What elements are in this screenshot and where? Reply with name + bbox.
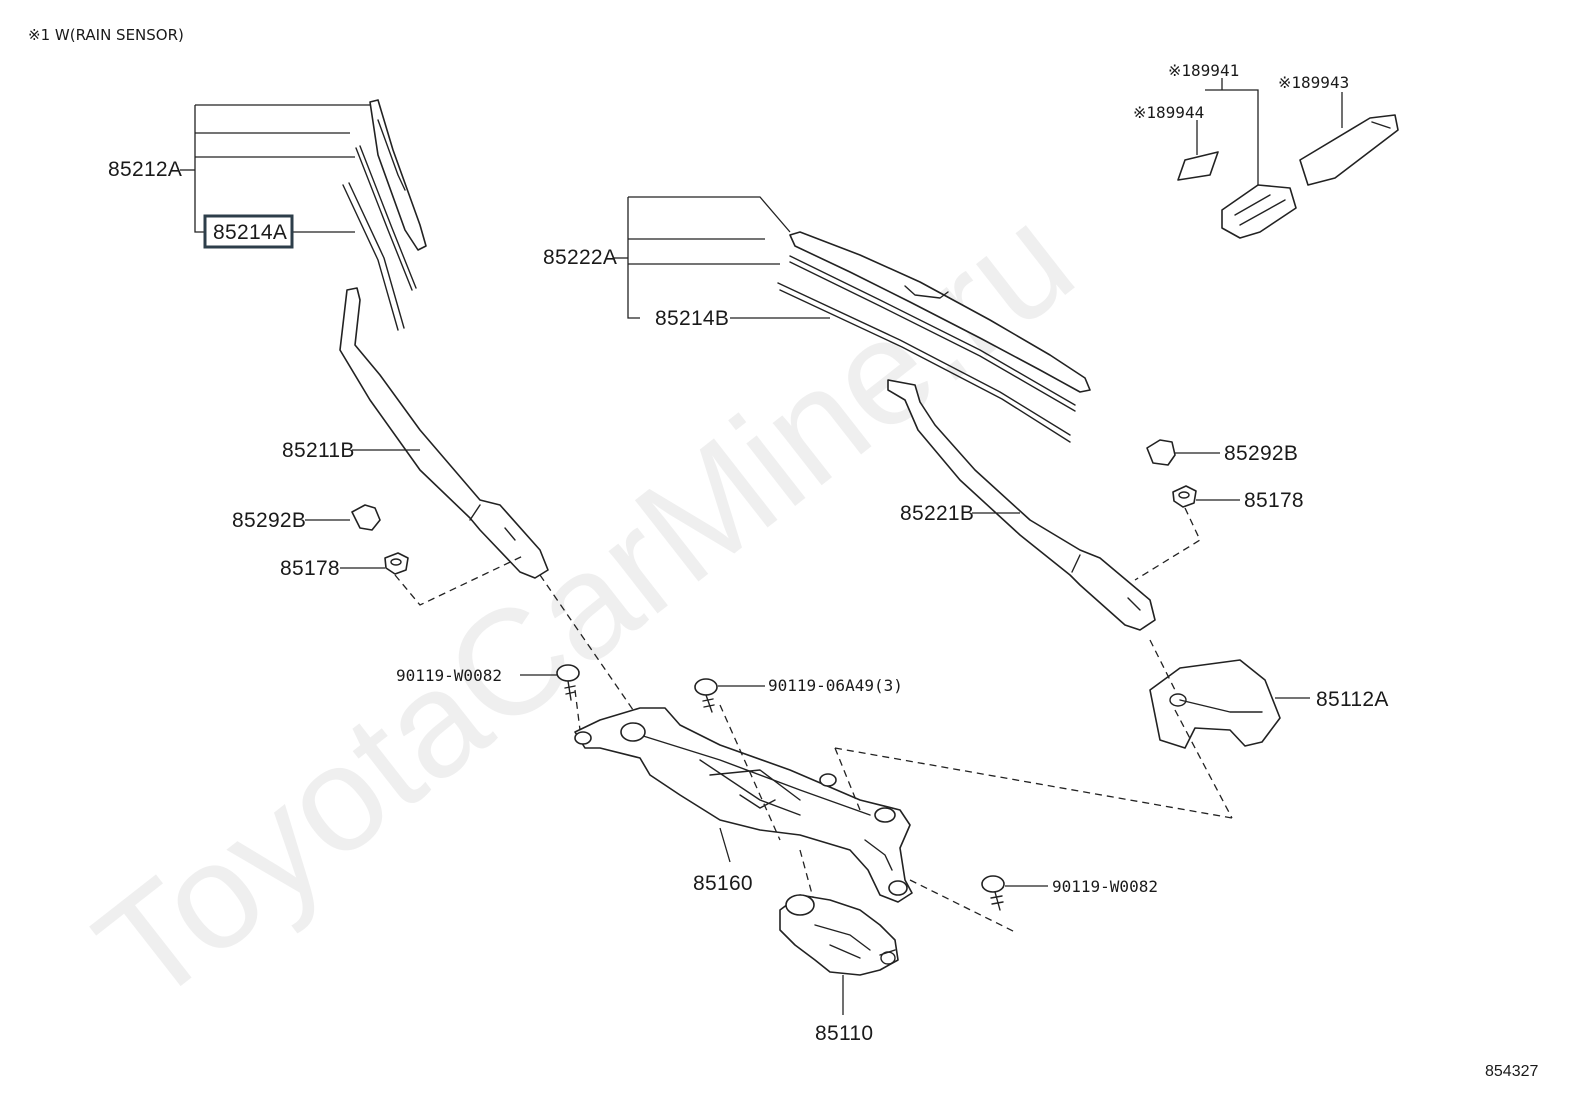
label-85110[interactable]: 85110 <box>815 1022 873 1045</box>
wiper-rubber-right[interactable] <box>777 282 1071 443</box>
diagram-code: 854327 <box>1485 1063 1538 1080</box>
wiper-cap-left[interactable] <box>351 504 381 531</box>
wiper-motor[interactable] <box>779 894 899 976</box>
label-85214B[interactable]: 85214B <box>655 307 729 330</box>
rain-sensor-note: ※1 W(RAIN SENSOR) <box>28 26 184 44</box>
rain-sensor-cover[interactable] <box>1299 114 1399 186</box>
wiper-nut-left[interactable] <box>384 552 409 575</box>
rain-sensor-pad[interactable] <box>1177 151 1219 181</box>
label-85292B-left[interactable]: 85292B <box>232 509 306 532</box>
label-85221B[interactable]: 85221B <box>900 502 974 525</box>
wiper-blade-left[interactable] <box>355 99 427 291</box>
wiper-blade-right[interactable] <box>789 231 1091 412</box>
label-85292B-right[interactable]: 85292B <box>1224 442 1298 465</box>
bolt-90119-W0082-top[interactable] <box>556 664 580 701</box>
label-89944[interactable]: ※189944 <box>1133 103 1204 122</box>
label-89941[interactable]: ※189941 <box>1168 61 1239 80</box>
rain-sensor[interactable] <box>1221 184 1297 239</box>
label-85211B[interactable]: 85211B <box>282 439 355 462</box>
label-89943[interactable]: ※189943 <box>1278 73 1349 92</box>
label-90119-W0082-bottom[interactable]: 90119-W0082 <box>1052 877 1158 896</box>
wiper-rubber-left[interactable] <box>342 182 405 331</box>
wiper-linkage[interactable] <box>574 707 913 903</box>
bolt-90119-W0082-bottom[interactable] <box>981 875 1005 911</box>
wiper-arm-left[interactable] <box>339 287 549 579</box>
label-90119-06A49[interactable]: 90119-06A49(3) <box>768 676 903 695</box>
wiper-nut-right[interactable] <box>1172 485 1197 508</box>
label-85214A[interactable]: 85214A <box>213 221 287 244</box>
wiper-arm-right[interactable] <box>887 379 1156 631</box>
label-85160[interactable]: 85160 <box>693 872 753 895</box>
label-90119-W0082-top[interactable]: 90119-W0082 <box>396 666 502 685</box>
wiper-cap-right[interactable] <box>1146 439 1176 466</box>
label-85178-right[interactable]: 85178 <box>1244 489 1304 512</box>
label-85212A[interactable]: 85212A <box>108 158 182 181</box>
label-85112A[interactable]: 85112A <box>1316 688 1389 711</box>
bolt-90119-06A49[interactable] <box>694 678 718 713</box>
label-85178-left[interactable]: 85178 <box>280 557 340 580</box>
wiper-pivot-cover[interactable] <box>1149 659 1281 749</box>
highlight-box-85214A <box>203 214 294 249</box>
label-85222A[interactable]: 85222A <box>543 246 617 269</box>
